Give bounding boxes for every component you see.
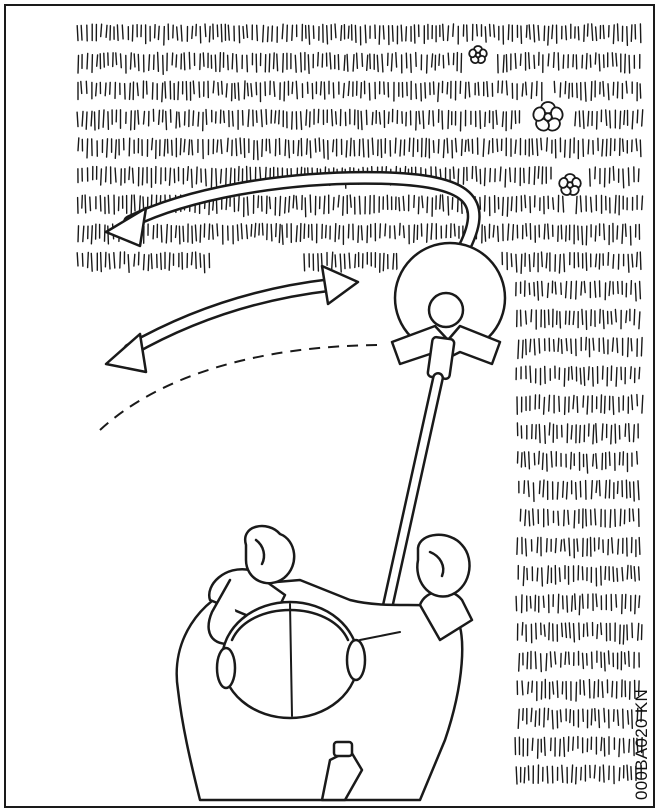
flower-center (543, 112, 553, 122)
flower-icon (468, 45, 488, 65)
operator-icon (175, 524, 474, 802)
figure-frame (4, 4, 655, 808)
trimmer-head-icon (390, 241, 507, 381)
arrow-double-sweep-icon (104, 264, 360, 374)
cut-path-line (99, 344, 386, 431)
grass-strokes (76, 23, 644, 785)
flower-center (566, 181, 574, 189)
flower-icon (532, 101, 564, 132)
grass-area (76, 23, 644, 785)
flower-center (474, 51, 482, 59)
figure-code-label: 000BA020 KN (632, 688, 651, 800)
flower-icon (558, 173, 582, 196)
arrow-curved-left-icon (104, 170, 481, 259)
